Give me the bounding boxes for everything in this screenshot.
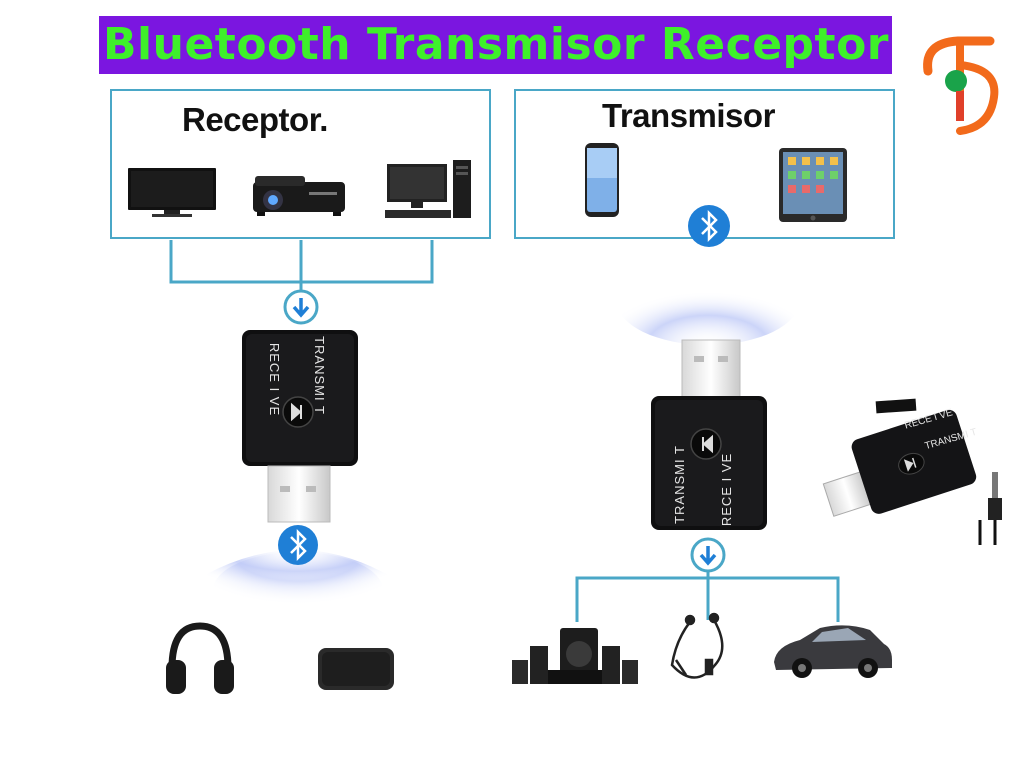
transmisor-usb-dongle xyxy=(651,339,767,530)
earphones-icon xyxy=(670,612,724,679)
projector-icon xyxy=(253,176,345,216)
arrow-down-icon xyxy=(690,537,726,573)
receptor-panel-title: Receptor. xyxy=(182,101,328,138)
bluetooth-icon xyxy=(278,525,318,565)
transmisor-panel-title: Transmisor xyxy=(602,97,775,134)
receptor-usb-dongle xyxy=(242,330,358,523)
audio-cable-icon xyxy=(978,472,1002,545)
logo-icon xyxy=(923,36,999,135)
headphones-icon xyxy=(166,622,234,694)
car-icon xyxy=(774,625,892,678)
smartphone-icon xyxy=(585,143,619,217)
arrow-down-icon xyxy=(283,289,319,325)
title-banner: Bluetooth Transmisor Receptor xyxy=(99,16,892,74)
transmisor-connector-lines xyxy=(575,571,840,622)
receptor-connector-lines xyxy=(169,240,434,290)
home-theater-icon xyxy=(512,628,638,684)
page-title: Bluetooth Transmisor Receptor xyxy=(103,19,890,70)
desktop-pc-icon xyxy=(385,160,471,218)
receive-label-alt: RECE I VE xyxy=(719,452,735,527)
speaker-icon xyxy=(318,648,394,690)
transmit-label: TRANSMI T xyxy=(311,336,327,415)
usb-dongle-icon xyxy=(822,409,977,517)
bluetooth-icon xyxy=(688,205,730,247)
tv-icon xyxy=(128,168,216,217)
receive-label: RECE I VE xyxy=(267,342,283,417)
transmit-label-alt: TRANSMI T xyxy=(671,445,687,524)
tablet-icon xyxy=(779,148,847,222)
